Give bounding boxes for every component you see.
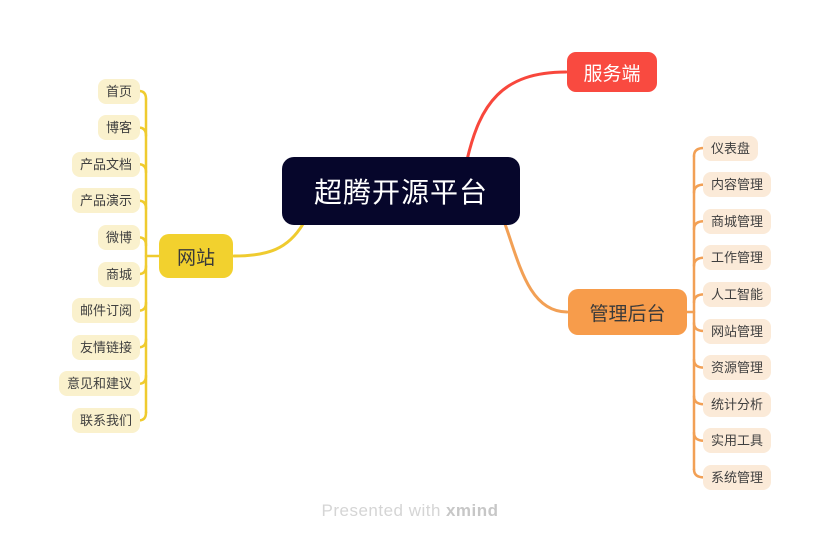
connector-line (692, 293, 706, 304)
connector-line (137, 126, 148, 137)
subtopic-node[interactable]: 工作管理 (703, 245, 772, 271)
connector-line (692, 183, 706, 194)
subtopic-node[interactable]: 产品演示 (71, 188, 140, 214)
subtopic-node[interactable]: 仪表盘 (703, 135, 759, 161)
root-topic[interactable]: 超腾开源平台 (282, 157, 520, 225)
subtopic-node[interactable]: 首页 (97, 78, 140, 104)
connector-line (692, 468, 706, 479)
connector-line (137, 162, 148, 174)
branch-topic-admin[interactable]: 管理后台 (568, 289, 687, 335)
connector-line (692, 219, 706, 231)
subtopic-node[interactable]: 人工智能 (703, 281, 772, 307)
subtopic-node[interactable]: 友情链接 (71, 334, 140, 360)
connector-line (465, 70, 568, 162)
connector-line (503, 222, 569, 314)
subtopic-node[interactable]: 资源管理 (703, 355, 772, 381)
subtopic-node[interactable]: 商城 (97, 261, 140, 287)
subtopic-node[interactable]: 联系我们 (71, 407, 140, 433)
connector-line (232, 222, 305, 258)
connector-line (137, 374, 148, 386)
connector-line (692, 146, 706, 158)
branch-topic-server[interactable]: 服务端 (567, 52, 657, 92)
subtopic-node[interactable]: 商城管理 (703, 208, 772, 234)
subtopic-node[interactable]: 产品文档 (71, 151, 140, 177)
subtopic-node[interactable]: 网站管理 (703, 318, 772, 344)
connector-line (692, 256, 706, 268)
watermark-brand: xmind (445, 501, 499, 520)
subtopic-node[interactable]: 邮件订阅 (71, 298, 140, 324)
connector-line (137, 236, 148, 247)
subtopic-node[interactable]: 实用工具 (703, 428, 772, 454)
subtopic-node[interactable]: 统计分析 (703, 391, 772, 417)
subtopic-node[interactable]: 博客 (97, 115, 140, 141)
subtopic-node[interactable]: 内容管理 (703, 172, 772, 198)
branch-topic-website[interactable]: 网站 (159, 234, 233, 278)
subtopic-node[interactable]: 系统管理 (703, 464, 772, 490)
connector-line (137, 264, 148, 276)
watermark-prefix: Presented with (321, 501, 441, 520)
connector-line (137, 337, 148, 349)
connector-line (692, 431, 706, 443)
subtopic-node[interactable]: 意见和建议 (58, 371, 140, 397)
connector-line (692, 394, 706, 406)
connector-line (692, 358, 706, 369)
connector-line (137, 411, 148, 422)
subtopic-node[interactable]: 微博 (97, 224, 140, 250)
connector-line (137, 199, 148, 211)
connector-line (692, 321, 706, 333)
connector-line (137, 89, 148, 101)
connector-line (137, 301, 148, 312)
